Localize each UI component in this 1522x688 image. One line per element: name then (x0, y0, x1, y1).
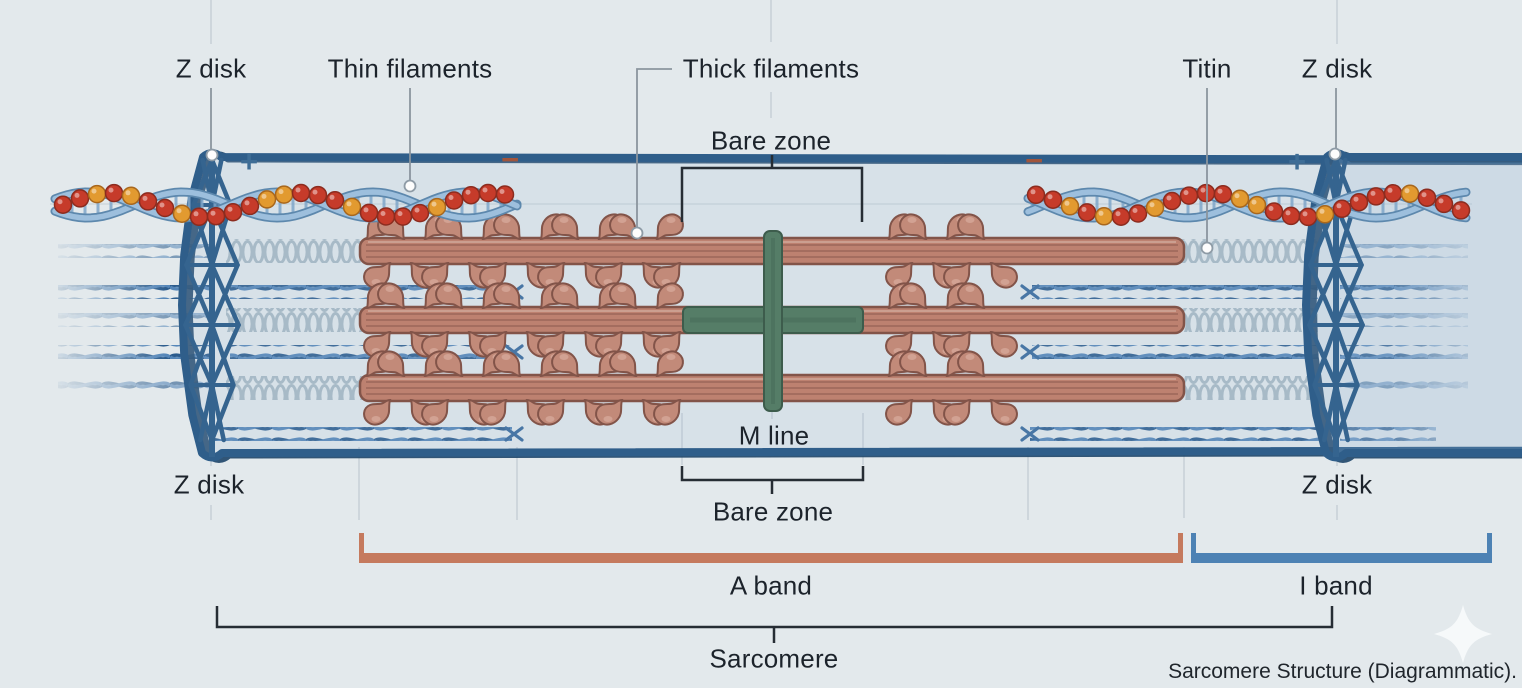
thin-filaments-outer-left (58, 244, 212, 395)
z-disks (178, 149, 1522, 463)
label-thin-filaments: Thin filaments (327, 53, 493, 84)
sparkle-icon (1434, 605, 1492, 663)
sarcomere-bracket (215, 606, 1334, 643)
label-m-line: M line (738, 420, 810, 451)
thin-filaments (214, 284, 1322, 442)
plus-sign-right: + (1287, 144, 1307, 179)
marker-titin (1200, 241, 1214, 255)
minus-sign-left: − (500, 142, 520, 177)
i-band-bar (1191, 533, 1492, 563)
label-bare-zone-top: Bare zone (710, 125, 832, 156)
label-z-disk-bottom-right: Z disk (1301, 469, 1373, 500)
minus-sign-right: − (1024, 143, 1044, 178)
annotation-lines (205, 68, 1492, 643)
bare-zone-top-bracket (680, 155, 864, 222)
actin-helix (50, 183, 1471, 227)
label-z-disk-top-right: Z disk (1301, 53, 1373, 84)
bare-zone-bottom-bracket (680, 466, 865, 494)
marker-z-disk-left (205, 148, 219, 162)
a-band-bar (359, 533, 1183, 563)
plus-sign-left: + (239, 144, 259, 179)
label-bare-zone-bottom: Bare zone (712, 496, 834, 527)
label-sarcomere: Sarcomere (709, 643, 839, 674)
diagram-title: Sarcomere Structure (Diagrammatic). (1168, 660, 1517, 683)
m-line-cross (682, 230, 864, 412)
thin-filaments-outer-right (1340, 244, 1468, 441)
marker-z-disk-right (1328, 147, 1342, 161)
label-a-band: A band (729, 570, 813, 601)
marker-thin-filaments (403, 179, 417, 193)
titin-springs (226, 239, 1318, 400)
marker-thick-filaments (630, 226, 644, 240)
label-i-band: I band (1299, 570, 1373, 601)
label-z-disk-bottom-left: Z disk (173, 469, 245, 500)
label-titin: Titin (1182, 53, 1232, 84)
label-z-disk-top-left: Z disk (175, 53, 247, 84)
label-thick-filaments: Thick filaments (682, 53, 860, 84)
